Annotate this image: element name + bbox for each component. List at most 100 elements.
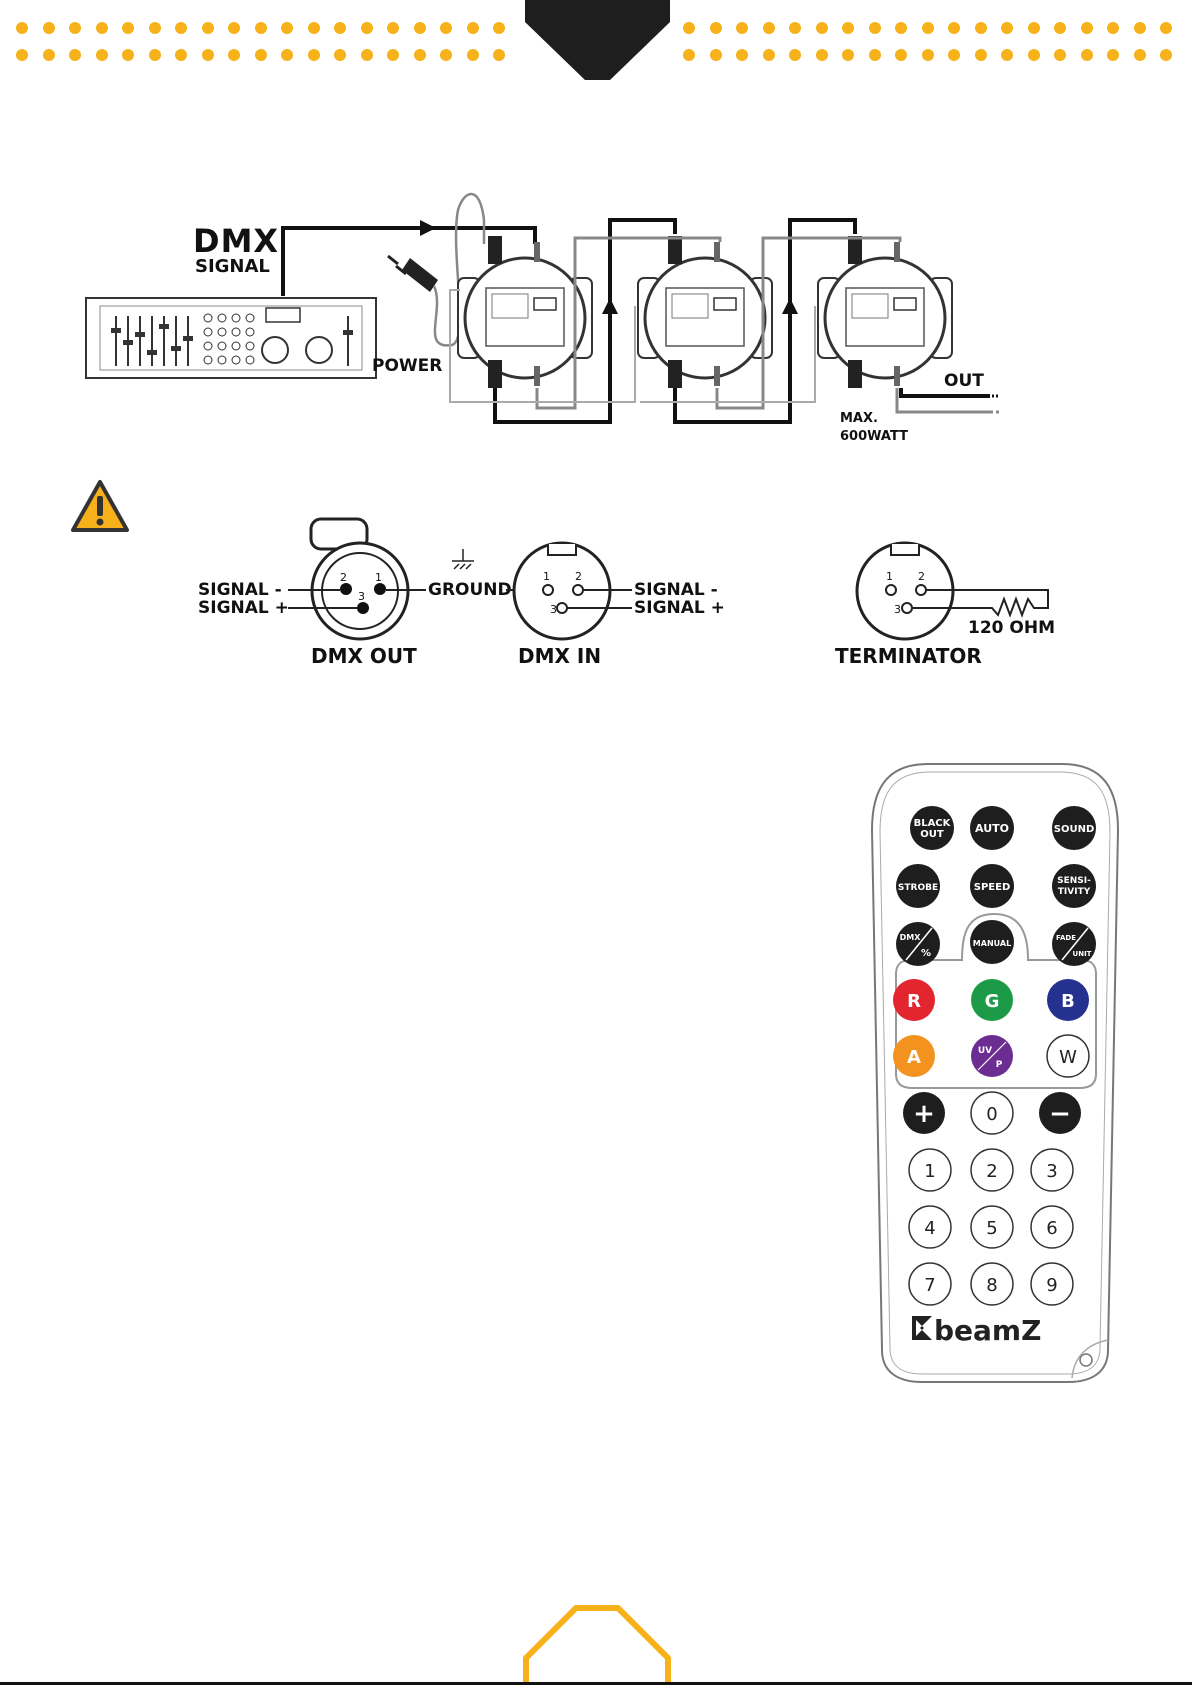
black-out-label-1: BLACK <box>914 818 952 829</box>
decor-dot <box>1028 49 1040 61</box>
strobe-button[interactable]: STROBE <box>896 864 940 908</box>
decor-dot <box>736 22 748 34</box>
decor-dot <box>16 22 28 34</box>
fixture-3 <box>818 236 952 388</box>
brand-label: beamZ <box>934 1314 1041 1347</box>
amber-button[interactable]: A <box>893 1035 935 1077</box>
chevron-shape <box>525 0 670 80</box>
decor-dot <box>710 49 722 61</box>
percent-label: % <box>921 948 931 959</box>
warning-triangle-icon <box>70 478 130 534</box>
decor-dot <box>1001 49 1013 61</box>
decor-dot <box>414 49 426 61</box>
decor-dot <box>948 49 960 61</box>
decor-dot <box>710 22 722 34</box>
zero-button[interactable]: 0 <box>971 1092 1013 1134</box>
decor-dot <box>789 49 801 61</box>
decor-dot <box>308 22 320 34</box>
out-label: OUT <box>944 371 984 391</box>
decor-dot <box>1028 22 1040 34</box>
white-button[interactable]: W <box>1047 1035 1089 1077</box>
speed-label: SPEED <box>974 882 1011 893</box>
uv-purple-button[interactable]: UV P <box>971 1035 1013 1077</box>
decor-dot <box>96 49 108 61</box>
top-chevron-tab <box>525 0 670 82</box>
number-2-button[interactable]: 2 <box>971 1149 1013 1191</box>
number-3-button[interactable]: 3 <box>1031 1149 1073 1191</box>
number-2-label: 2 <box>986 1161 997 1182</box>
number-4-button[interactable]: 4 <box>909 1206 951 1248</box>
manual-button[interactable]: MANUAL <box>970 920 1014 964</box>
decor-dot <box>922 49 934 61</box>
decor-dot <box>281 49 293 61</box>
dmx-in-label: DMX IN <box>518 644 601 668</box>
decor-dot <box>467 22 479 34</box>
decor-dot <box>387 49 399 61</box>
decor-dot <box>1081 22 1093 34</box>
dmx-percent-button[interactable]: DMX % <box>896 922 940 966</box>
decor-dot <box>736 49 748 61</box>
uv-label: UV <box>978 1046 992 1056</box>
number-8-label: 8 <box>986 1275 997 1296</box>
chain-arrow-up-1 <box>602 298 618 314</box>
fade-label: FADE <box>1056 934 1076 942</box>
number-7-button[interactable]: 7 <box>909 1263 951 1305</box>
unit-label: UNIT <box>1073 950 1092 958</box>
number-5-button[interactable]: 5 <box>971 1206 1013 1248</box>
decor-dot <box>1081 49 1093 61</box>
purple-label: P <box>996 1060 1003 1070</box>
plus-button[interactable]: + <box>903 1092 945 1134</box>
zero-label: 0 <box>986 1104 997 1125</box>
decor-dot <box>842 49 854 61</box>
decor-dot <box>763 22 775 34</box>
green-button[interactable]: G <box>971 979 1013 1021</box>
number-6-button[interactable]: 6 <box>1031 1206 1073 1248</box>
ground-symbol-icon <box>452 549 474 569</box>
number-1-button[interactable]: 1 <box>909 1149 951 1191</box>
fade-unit-button[interactable]: FADE UNIT <box>1052 922 1096 966</box>
auto-button[interactable]: AUTO <box>970 806 1014 850</box>
decor-dot <box>334 22 346 34</box>
out-pin-2: 2 <box>340 571 347 584</box>
minus-button[interactable]: − <box>1039 1092 1081 1134</box>
number-9-button[interactable]: 9 <box>1031 1263 1073 1305</box>
decor-dot <box>1107 22 1119 34</box>
decor-dot <box>895 49 907 61</box>
decor-dot <box>467 49 479 61</box>
sensitivity-button[interactable]: SENSI- TIVITY <box>1052 864 1096 908</box>
decor-dot <box>975 49 987 61</box>
decor-dot <box>816 49 828 61</box>
decor-dot <box>175 22 187 34</box>
decor-dot <box>683 22 695 34</box>
dmx-out-connector: 2 1 3 <box>311 519 408 639</box>
decor-dot <box>869 22 881 34</box>
red-button[interactable]: R <box>893 979 935 1021</box>
decor-dot <box>228 49 240 61</box>
term-pin-1: 1 <box>886 570 893 583</box>
amber-label: A <box>907 1047 921 1068</box>
decor-dot <box>202 22 214 34</box>
black-out-button[interactable]: BLACK OUT <box>910 806 954 850</box>
decor-dot <box>789 22 801 34</box>
decor-dot <box>175 49 187 61</box>
fixture-2 <box>638 236 772 388</box>
number-1-label: 1 <box>924 1161 935 1182</box>
decor-dot <box>1107 49 1119 61</box>
in-signal-minus-label: SIGNAL - <box>634 580 718 600</box>
number-8-button[interactable]: 8 <box>971 1263 1013 1305</box>
auto-label: AUTO <box>975 822 1009 835</box>
decor-dot <box>1160 22 1172 34</box>
chain-arrow-up-2 <box>782 298 798 314</box>
number-9-label: 9 <box>1046 1275 1057 1296</box>
power-out-line <box>897 388 992 412</box>
sound-button[interactable]: SOUND <box>1052 806 1096 850</box>
manual-label: MANUAL <box>973 939 1011 948</box>
decor-dot <box>69 22 81 34</box>
speed-button[interactable]: SPEED <box>970 864 1014 908</box>
blue-button[interactable]: B <box>1047 979 1089 1021</box>
decor-dot <box>1054 49 1066 61</box>
decor-dot <box>255 49 267 61</box>
strobe-label: STROBE <box>898 883 938 893</box>
dmx-wiring-diagram: DMX SIGNAL POWER <box>80 190 1090 480</box>
decor-dot <box>149 49 161 61</box>
